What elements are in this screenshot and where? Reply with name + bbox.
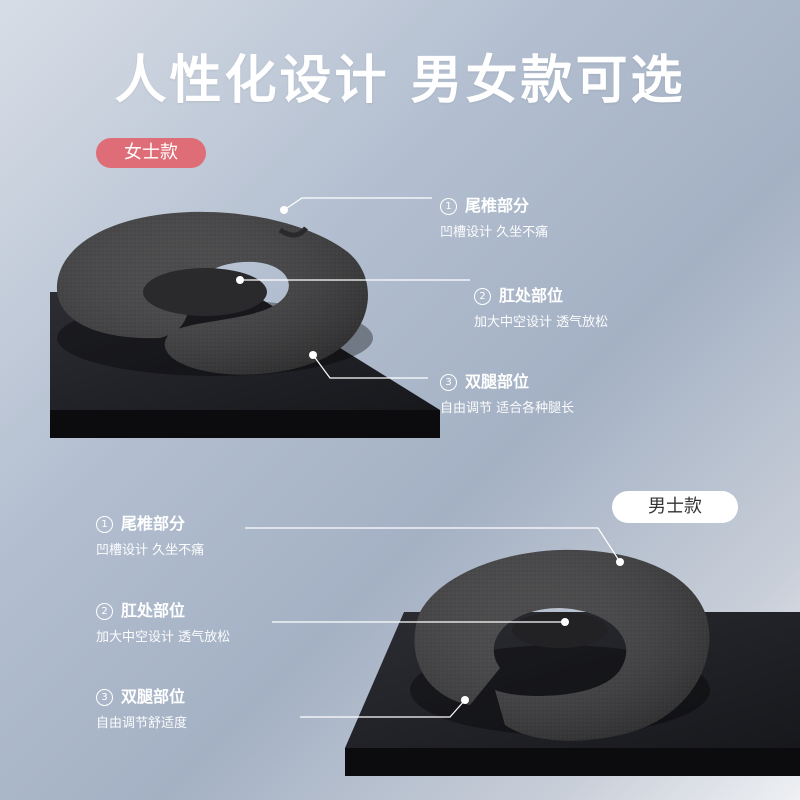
- women-cushion: [56, 211, 373, 376]
- men-callout-1: 1 尾椎部分 凹槽设计 久坐不痛: [96, 510, 204, 558]
- callout-title: 肛处部位: [499, 286, 564, 305]
- callout-number: 3: [440, 374, 457, 391]
- women-callout-3: 3 双腿部位 自由调节 适合各种腿长: [440, 368, 574, 416]
- callout-title: 肛处部位: [121, 601, 186, 620]
- men-callout-2: 2 肛处部位 加大中空设计 透气放松: [96, 597, 230, 645]
- women-callout-lines: [236, 197, 470, 379]
- callout-desc: 自由调节 适合各种腿长: [440, 401, 575, 416]
- callout-title: 双腿部位: [465, 372, 530, 391]
- women-callout-2: 2 肛处部位 加大中空设计 透气放松: [474, 282, 608, 330]
- callout-desc: 凹槽设计 久坐不痛: [440, 225, 549, 240]
- callout-title: 尾椎部分: [121, 514, 186, 533]
- callout-number: 1: [96, 516, 113, 533]
- women-model-tag: 女士款: [96, 138, 206, 168]
- callout-number: 3: [96, 689, 113, 706]
- callout-desc: 加大中空设计 透气放松: [474, 315, 609, 330]
- page-title: 人性化设计 男女款可选: [114, 51, 686, 111]
- women-callout-1: 1 尾椎部分 凹槽设计 久坐不痛: [440, 192, 548, 240]
- callout-desc: 凹槽设计 久坐不痛: [96, 543, 205, 558]
- callout-title: 尾椎部分: [465, 196, 530, 215]
- men-callout-3: 3 双腿部位 自由调节舒适度: [96, 683, 187, 731]
- callout-number: 2: [474, 288, 491, 305]
- callout-number: 2: [96, 603, 113, 620]
- men-cushion: [410, 549, 710, 741]
- callout-desc: 自由调节舒适度: [96, 716, 188, 731]
- callout-title: 双腿部位: [121, 687, 186, 706]
- callout-desc: 加大中空设计 透气放松: [96, 630, 231, 645]
- men-callout-lines: [245, 527, 624, 718]
- men-model-tag: 男士款: [612, 491, 738, 523]
- callout-number: 1: [440, 198, 457, 215]
